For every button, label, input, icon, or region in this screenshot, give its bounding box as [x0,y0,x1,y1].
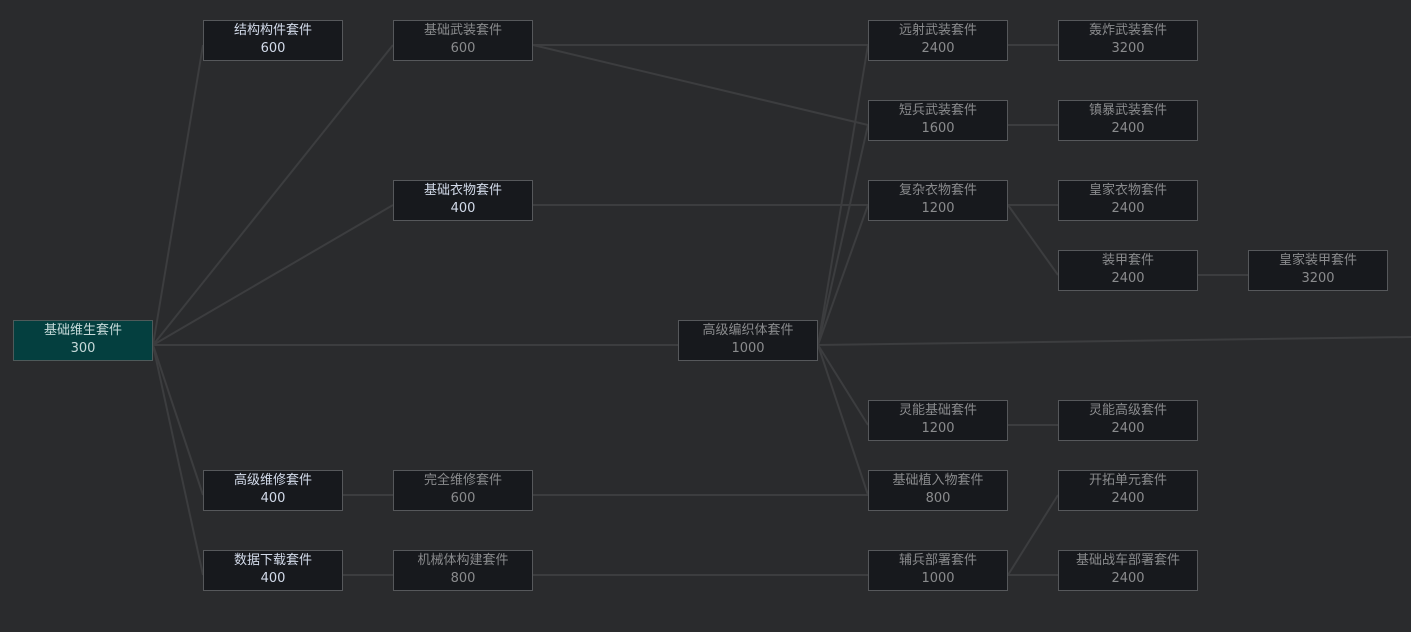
research-cost: 1200 [921,421,955,436]
research-node-complex-clothing[interactable]: 复杂衣物套件 1200 [868,180,1008,221]
research-cost: 2400 [1111,271,1145,286]
research-label: 远射武装套件 [898,23,977,38]
research-node-basic-implant[interactable]: 基础植入物套件 800 [868,470,1008,511]
research-node-armor[interactable]: 装甲套件 2400 [1058,250,1198,291]
research-node-basic-clothing[interactable]: 基础衣物套件 400 [393,180,533,221]
research-node-psychic-advanced[interactable]: 灵能高级套件 2400 [1058,400,1198,441]
prerequisite-edge [152,204,394,346]
research-node-melee-armament[interactable]: 短兵武装套件 1600 [868,100,1008,141]
research-label: 复杂衣物套件 [898,183,977,198]
research-cost: 2400 [1111,491,1145,506]
research-label: 开拓单元套件 [1088,473,1167,488]
prerequisite-edge [1007,494,1059,576]
research-node-royal-clothing[interactable]: 皇家衣物套件 2400 [1058,180,1198,221]
research-label: 基础植入物套件 [892,473,984,488]
research-cost: 1000 [921,571,955,586]
research-cost: 2400 [1111,121,1145,136]
research-label: 基础武装套件 [423,23,502,38]
research-node-ranged-armament[interactable]: 远射武装套件 2400 [868,20,1008,61]
prerequisite-edge [152,44,204,346]
research-label: 皇家衣物套件 [1088,183,1167,198]
research-node-riot-armament[interactable]: 镇暴武装套件 2400 [1058,100,1198,141]
prerequisite-edge [817,204,869,346]
research-label: 辅兵部署套件 [898,553,977,568]
research-label: 灵能高级套件 [1088,403,1167,418]
research-node-basic-vehicle-deploy[interactable]: 基础战车部署套件 2400 [1058,550,1198,591]
research-label: 数据下载套件 [233,553,312,568]
research-cost: 600 [450,41,476,56]
research-label: 镇暴武装套件 [1088,103,1167,118]
research-label: 基础维生套件 [43,323,122,338]
prerequisite-edge [817,336,1411,346]
prerequisite-edge [817,124,869,346]
research-label: 结构构件套件 [233,23,312,38]
research-label: 皇家装甲套件 [1278,253,1357,268]
research-node-advanced-repair[interactable]: 高级维修套件 400 [203,470,343,511]
research-cost: 3200 [1301,271,1335,286]
research-label: 基础衣物套件 [423,183,502,198]
research-cost: 300 [70,341,96,356]
research-cost: 800 [925,491,951,506]
research-label: 机械体构建套件 [417,553,509,568]
research-cost: 400 [260,571,286,586]
prerequisite-edge [152,44,394,346]
prerequisite-edge [817,344,869,496]
research-label: 高级维修套件 [233,473,312,488]
research-node-auxiliary-deploy[interactable]: 辅兵部署套件 1000 [868,550,1008,591]
research-node-data-download[interactable]: 数据下载套件 400 [203,550,343,591]
research-label: 灵能基础套件 [898,403,977,418]
research-node-bombard-armament[interactable]: 轰炸武装套件 3200 [1058,20,1198,61]
research-cost: 1000 [731,341,765,356]
research-cost: 2400 [1111,421,1145,436]
research-label: 高级编织体套件 [702,323,794,338]
prerequisite-edge [532,44,869,126]
research-cost: 1200 [921,201,955,216]
research-node-full-repair[interactable]: 完全维修套件 600 [393,470,533,511]
research-label: 装甲套件 [1101,253,1154,268]
research-node-psychic-basic[interactable]: 灵能基础套件 1200 [868,400,1008,441]
research-cost: 600 [450,491,476,506]
research-cost: 400 [260,491,286,506]
research-cost: 2400 [1111,571,1145,586]
research-cost: 800 [450,571,476,586]
research-label: 基础战车部署套件 [1075,553,1180,568]
prerequisite-edge [152,344,204,576]
research-label: 短兵武装套件 [898,103,977,118]
research-cost: 1600 [921,121,955,136]
research-cost: 3200 [1111,41,1145,56]
research-node-mech-construction[interactable]: 机械体构建套件 800 [393,550,533,591]
research-label: 轰炸武装套件 [1088,23,1167,38]
research-cost: 600 [260,41,286,56]
research-node-pioneer-unit[interactable]: 开拓单元套件 2400 [1058,470,1198,511]
research-node-royal-armor[interactable]: 皇家装甲套件 3200 [1248,250,1388,291]
prerequisite-edge [152,344,204,496]
prerequisite-edge [817,344,869,426]
research-cost: 400 [450,201,476,216]
research-node-basic-armament[interactable]: 基础武装套件 600 [393,20,533,61]
prerequisite-edge [817,44,869,346]
research-label: 完全维修套件 [423,473,502,488]
research-node-structural-parts[interactable]: 结构构件套件 600 [203,20,343,61]
research-cost: 2400 [921,41,955,56]
prerequisite-edge [1007,204,1059,276]
research-cost: 2400 [1111,201,1145,216]
research-node-advanced-weaving[interactable]: 高级编织体套件 1000 [678,320,818,361]
research-node-basic-life-support[interactable]: 基础维生套件 300 [13,320,153,361]
